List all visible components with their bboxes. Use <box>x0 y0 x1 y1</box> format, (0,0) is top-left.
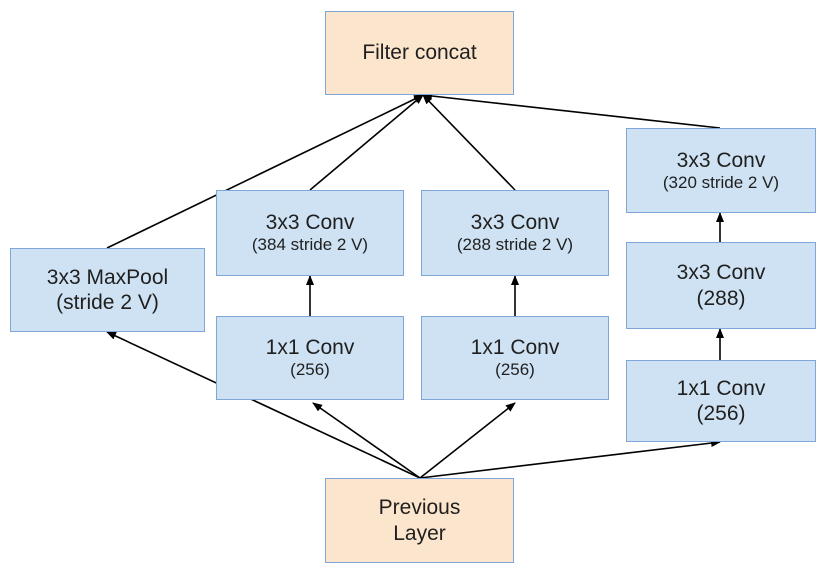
maxpool-node: 3x3 MaxPool (stride 2 V) <box>10 248 205 332</box>
branch2-conv3x3-label: 3x3 Conv <box>470 211 560 235</box>
maxpool-params: (stride 2 V) <box>56 291 159 314</box>
maxpool-label: 3x3 MaxPool <box>46 265 169 289</box>
previous-layer-node: Previous Layer <box>325 478 514 563</box>
branch2-conv1x1-label: 1x1 Conv <box>470 336 560 360</box>
branch3-conv3x3-mid-node: 3x3 Conv (288) <box>626 242 816 329</box>
arrow-prev-to-b3conv1 <box>419 439 721 479</box>
branch1-conv3x3-label: 3x3 Conv <box>265 211 355 235</box>
branch2-conv1x1-node: 1x1 Conv (256) <box>421 316 609 400</box>
branch1-conv1x1-node: 1x1 Conv (256) <box>216 316 404 400</box>
arrow-prev-to-b1conv1 <box>312 402 421 479</box>
branch3-conv3x3-top-node: 3x3 Conv (320 stride 2 V) <box>626 128 816 213</box>
branch3-conv1x1-node: 1x1 Conv (256) <box>626 360 816 442</box>
filter-concat-node: Filter concat <box>325 11 514 95</box>
branch3-conv3x3-mid-label: 3x3 Conv <box>676 261 766 285</box>
arrow-prev-to-b2conv1 <box>419 402 516 479</box>
branch3-conv1x1-label: 1x1 Conv <box>676 376 766 400</box>
branch1-conv3x3-params: (384 stride 2 V) <box>251 235 369 255</box>
branch2-conv3x3-params: (288 stride 2 V) <box>456 235 574 255</box>
arrow-b3conv3top-to-concat <box>422 92 721 129</box>
filter-concat-label: Filter concat <box>362 41 477 65</box>
branch3-conv3x3-top-params: (320 stride 2 V) <box>662 172 780 192</box>
branch1-conv1x1-label: 1x1 Conv <box>265 336 355 360</box>
arrow-maxpool-to-concat <box>106 94 424 249</box>
branch3-conv3x3-top-label: 3x3 Conv <box>676 148 766 172</box>
branch2-conv3x3-node: 3x3 Conv (288 stride 2 V) <box>421 190 609 276</box>
arrow-b2conv3-to-concat <box>422 94 516 191</box>
branch3-conv3x3-mid-params: (288) <box>696 286 746 310</box>
arrow-b1conv3-to-concat <box>309 94 424 191</box>
branch3-conv1x1-params: (256) <box>696 402 746 425</box>
branch1-conv1x1-params: (256) <box>290 360 330 380</box>
previous-layer-label-line2: Layer <box>393 521 446 545</box>
branch1-conv3x3-node: 3x3 Conv (384 stride 2 V) <box>216 190 404 276</box>
arrow-prev-to-maxpool <box>106 331 421 479</box>
previous-layer-label-line1: Previous <box>378 496 461 520</box>
branch2-conv1x1-params: (256) <box>495 360 535 380</box>
